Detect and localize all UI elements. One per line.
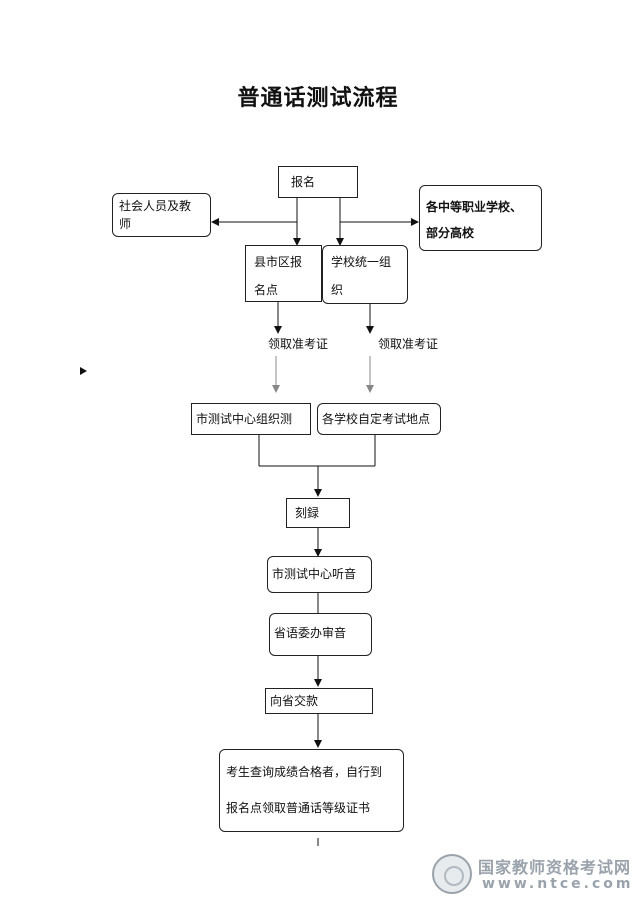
watermark-logo-icon	[432, 854, 472, 894]
box-submit-payment: 向省交款	[265, 688, 373, 714]
label-right-admission-ticket: 领取准考证	[378, 337, 439, 351]
watermark-name: 国家教师资格考试网	[478, 858, 632, 877]
box-county-signup-point: 县市区报 名点	[245, 245, 322, 302]
box-social-personnel: 社会人员及教 师	[112, 193, 211, 237]
box-signup: 报名	[278, 166, 358, 198]
watermark-url: www.ntce.com	[482, 876, 634, 892]
box-province-review: 省语委办审音	[269, 613, 372, 656]
box-vocational-schools: 各中等职业学校、 部分高校	[419, 185, 542, 251]
box-record: 刻録	[286, 498, 350, 528]
stray-arrowhead-icon	[80, 367, 87, 375]
box-final-certificate: 考生查询成绩合格者，自行到 报名点领取普通话等级证书	[219, 749, 404, 832]
page-title: 普通话测试流程	[237, 86, 399, 111]
box-city-center-organize: 市测试中心组织测	[191, 403, 311, 435]
watermark: 国家教师资格考试网 www.ntce.com	[432, 852, 632, 896]
label-left-admission-ticket: 领取准考证	[268, 337, 329, 351]
box-school-exam-site: 各学校自定考试地点	[317, 403, 441, 435]
box-city-listen: 市测试中心听音	[267, 556, 372, 593]
box-school-organized: 学校统一组 织	[322, 245, 408, 304]
